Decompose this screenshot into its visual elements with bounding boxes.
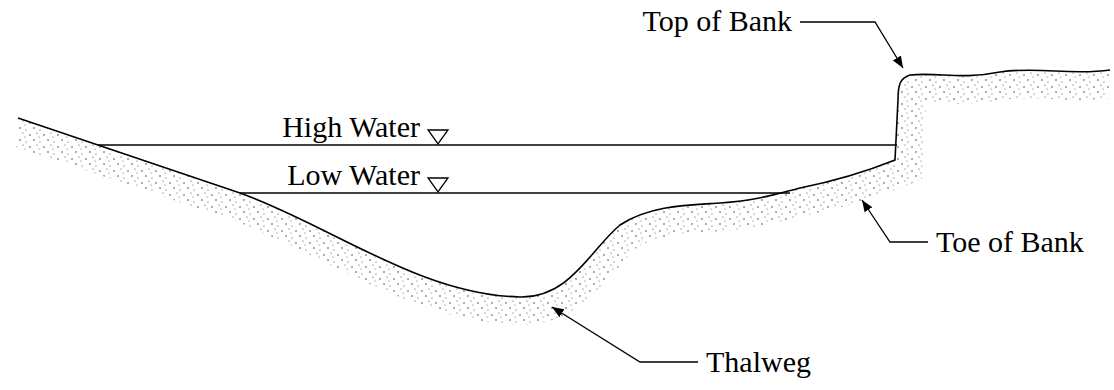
bank-top-label: Top of Bank: [640, 6, 794, 36]
water-level-symbol: [428, 130, 448, 144]
leader-line: [552, 307, 698, 362]
leader-line: [862, 200, 928, 242]
soil-stipple: [18, 70, 1110, 297]
bank-toe-label: Toe of Bank: [934, 227, 1086, 257]
thalweg-label: Thalweg: [704, 347, 813, 377]
low-water-line: [240, 192, 790, 194]
high-water-line: [98, 144, 897, 146]
leader-line: [800, 22, 903, 68]
high-water-label: High Water: [280, 112, 422, 142]
water-level-symbol: [428, 178, 448, 192]
ground-profile: [18, 70, 1110, 297]
low-water-label: Low Water: [285, 160, 422, 190]
